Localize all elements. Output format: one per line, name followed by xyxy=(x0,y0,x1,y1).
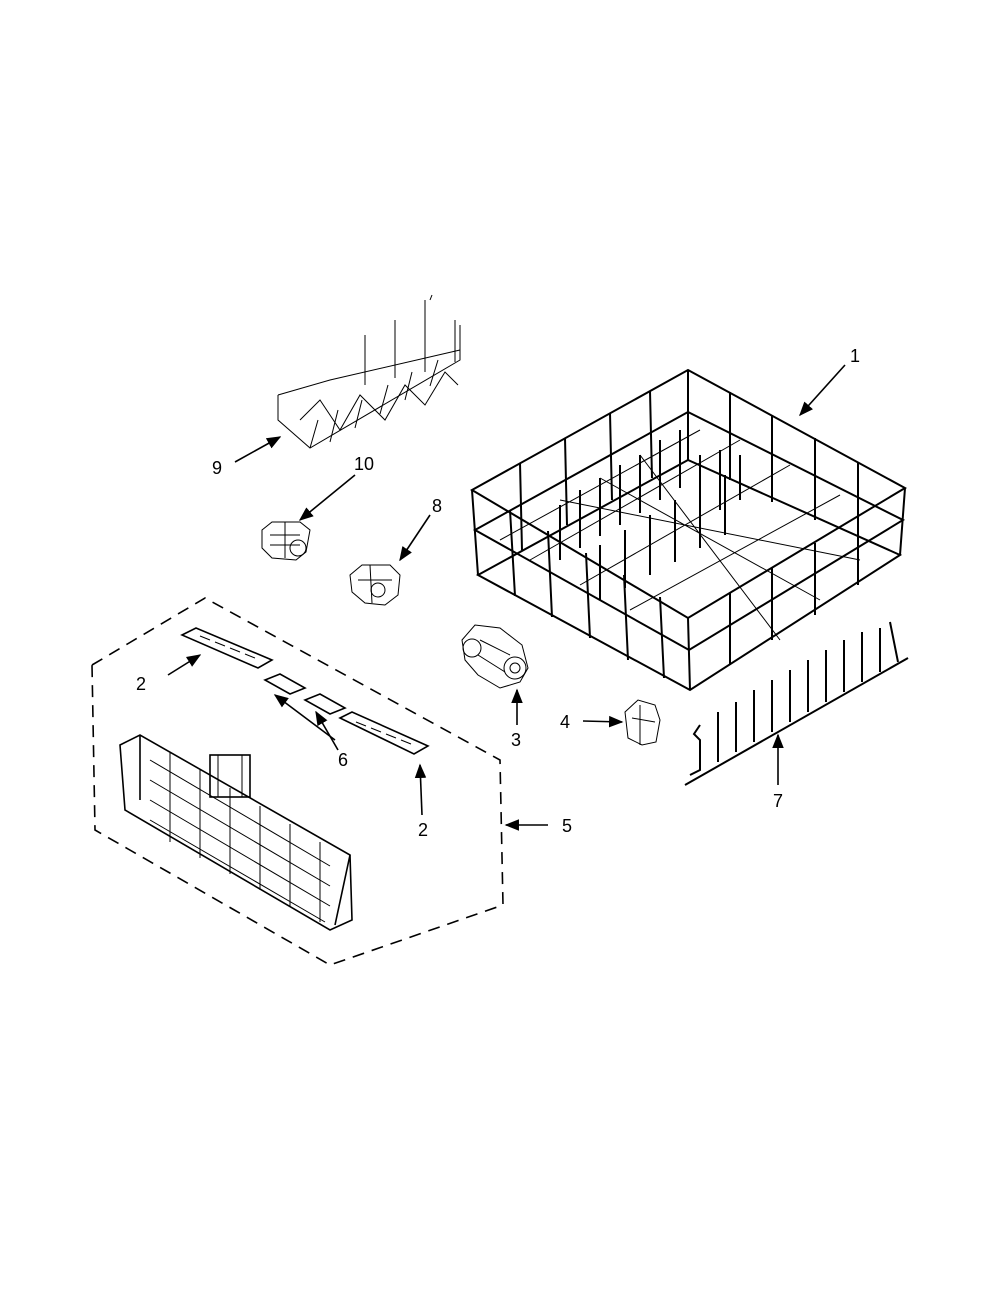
part-tine-strip xyxy=(684,621,909,786)
callout-2-left: 2 xyxy=(136,674,146,694)
callout-labels: 1 2 2 3 4 5 6 7 8 9 10 xyxy=(136,346,860,840)
part-wheel-assembly xyxy=(461,624,529,689)
callout-6: 6 xyxy=(338,750,348,770)
leader-lines xyxy=(167,364,846,831)
callout-2-right: 2 xyxy=(418,820,428,840)
part-tine-row xyxy=(277,294,461,449)
callout-3: 3 xyxy=(511,730,521,750)
callout-10: 10 xyxy=(354,454,374,474)
callout-9: 9 xyxy=(212,458,222,478)
callout-5: 5 xyxy=(562,816,572,836)
part-clip-4 xyxy=(624,699,661,746)
callout-1: 1 xyxy=(850,346,860,366)
part-lower-rack xyxy=(469,368,908,692)
part-silverware-basket-group xyxy=(91,597,504,966)
callout-8: 8 xyxy=(432,496,442,516)
part-clip-8 xyxy=(349,564,401,606)
part-clip-10 xyxy=(261,521,311,561)
callout-7: 7 xyxy=(773,791,783,811)
callout-4: 4 xyxy=(560,712,570,732)
